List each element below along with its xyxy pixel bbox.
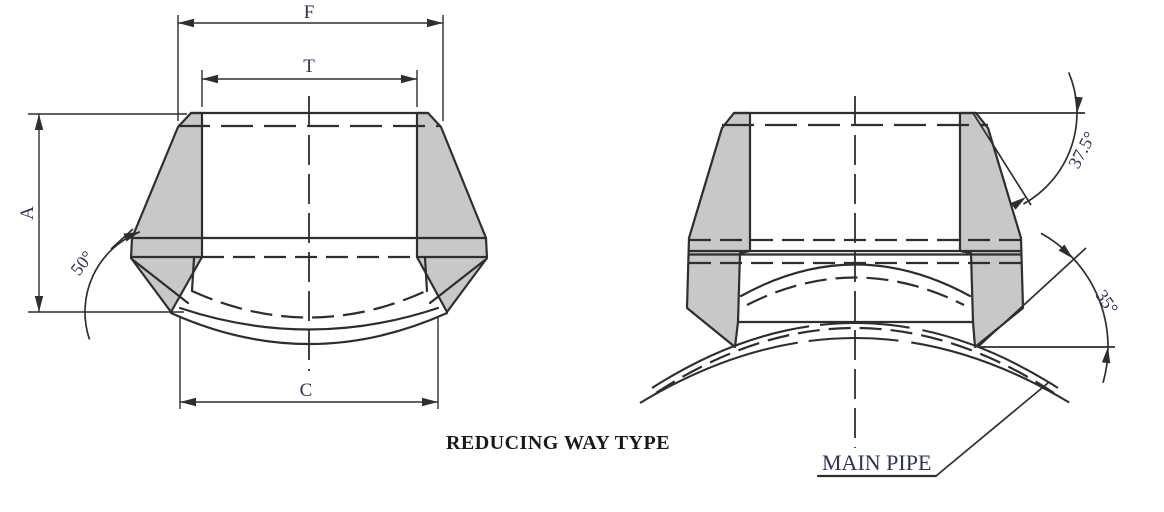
right-view-annotations: 37.5° 35° MAIN PIPE (816, 72, 1123, 478)
arrowhead (1074, 96, 1083, 113)
left-view-dimensions: F T A C 50° (17, 2, 444, 409)
main-pipe-leader-line (935, 382, 1049, 477)
right-view-right-wall-section (958, 111, 1025, 349)
right-view (639, 96, 1071, 448)
left-view-saddle-outer-arc (169, 311, 449, 346)
arrowhead (1058, 244, 1073, 259)
left-view (129, 96, 489, 371)
dimension-t-label: T (303, 56, 315, 77)
left-view-right-wall-section (415, 111, 489, 314)
left-view-left-bevel-facet (131, 258, 190, 305)
left-view-lower-bore-walls (190, 256, 429, 293)
dimension-t-extension-lines (201, 70, 418, 107)
angle-35-label: 35° (1092, 286, 1123, 318)
view-caption: REDUCING WAY TYPE (446, 432, 670, 454)
left-view-right-bevel-facet (428, 258, 487, 305)
arrowhead (180, 397, 196, 407)
dimension-arrowheads (34, 18, 1111, 407)
left-view-saddle-inner-arc (178, 306, 440, 331)
arrowhead (123, 231, 140, 242)
arrowhead (427, 18, 443, 28)
dimension-c-extension-lines (179, 316, 439, 409)
angle-50-arc (84, 231, 141, 340)
right-view-bore-crown-hidden-arc (746, 276, 965, 306)
arrowhead (34, 296, 44, 312)
arrowhead (1010, 197, 1026, 210)
angle-50-tick (110, 228, 134, 250)
left-view-left-wall-section (129, 111, 204, 314)
left-view-saddle-hidden-arc (191, 289, 427, 319)
dimension-f-extension-lines (177, 15, 444, 121)
main-pipe-hidden-arc (655, 326, 1055, 394)
dimension-f-label: F (304, 2, 315, 23)
angle-375-arc (1022, 72, 1078, 205)
angle-35-bevel-ray (977, 247, 1087, 348)
arrowhead (34, 114, 44, 130)
right-view-band-solid-pair (687, 249, 1023, 256)
arrowhead (401, 74, 417, 84)
arrowhead (422, 397, 438, 407)
angle-375-bevel-ray (972, 112, 1032, 206)
main-pipe-label: MAIN PIPE (822, 450, 931, 475)
right-view-bore-crown-arc (739, 263, 972, 298)
dimension-a-extension-lines (28, 113, 187, 313)
arrowhead (178, 18, 194, 28)
angle-35-arc (1040, 232, 1109, 384)
right-view-left-wall-section (685, 111, 752, 349)
main-pipe-inner-arc (639, 336, 1071, 404)
arrowhead (1101, 347, 1111, 364)
arrowhead (202, 74, 218, 84)
dimension-a-label: A (17, 206, 38, 220)
dimension-c-label: C (300, 380, 313, 401)
